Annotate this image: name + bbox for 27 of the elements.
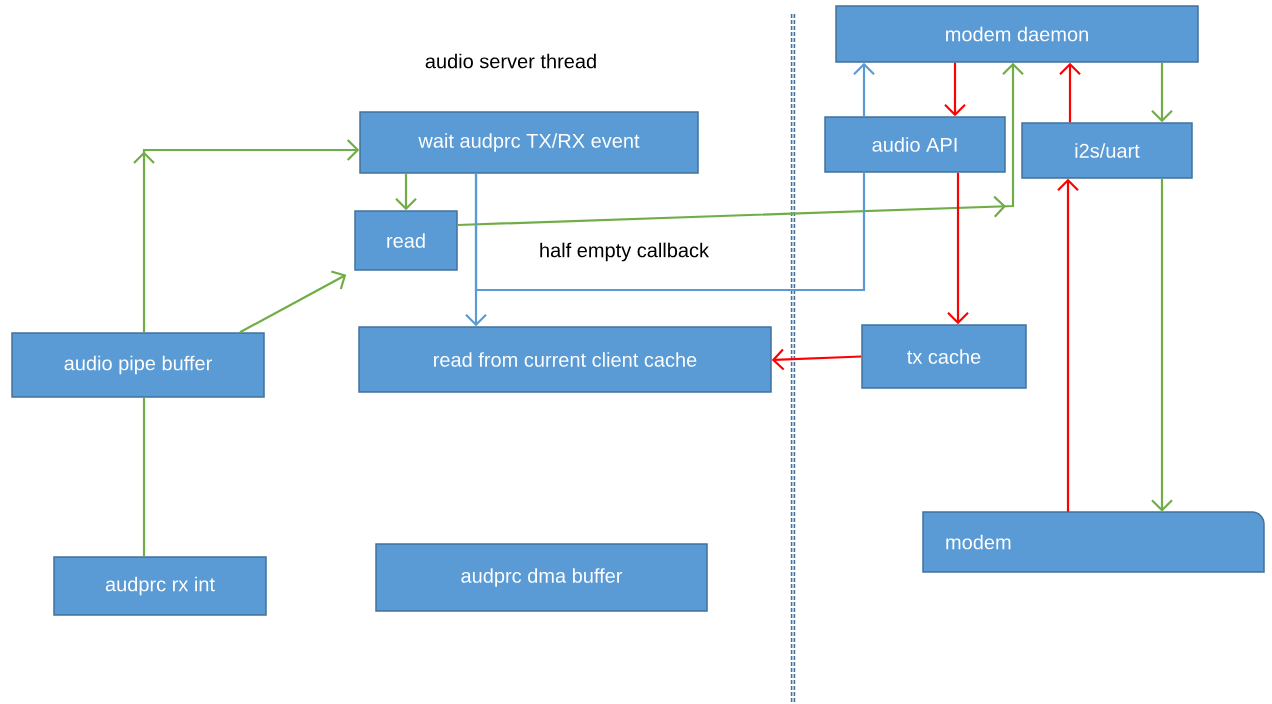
arrow [457,62,1024,227]
connector-line [142,397,146,557]
arrow [239,270,347,334]
process-box: audprc rx int [53,556,267,616]
section-label: audio server thread [425,53,596,69]
arrow [1057,178,1079,512]
process-box: wait audprc TX/RX event [359,111,699,174]
edge-label: half empty callback [536,240,712,264]
arrow [1151,178,1173,512]
arrow [947,172,969,325]
process-box: modem [922,511,1265,573]
process-box: modem daemon [835,5,1199,63]
arrow [853,62,875,117]
arrow [395,173,417,211]
process-box: i2s/uart [1021,122,1193,179]
process-box: audprc dma buffer [375,543,708,612]
connector-line [474,172,866,292]
process-box: read [354,210,458,271]
arrow [944,62,966,117]
process-box: audio pipe buffer [11,332,265,398]
arrow [771,348,862,371]
arrow [1151,62,1173,123]
process-box: read from current client cache [358,326,772,393]
arrow [133,139,360,333]
arrow [1059,62,1081,123]
process-box: audio API [824,116,1006,173]
process-box: tx cache [861,324,1027,389]
